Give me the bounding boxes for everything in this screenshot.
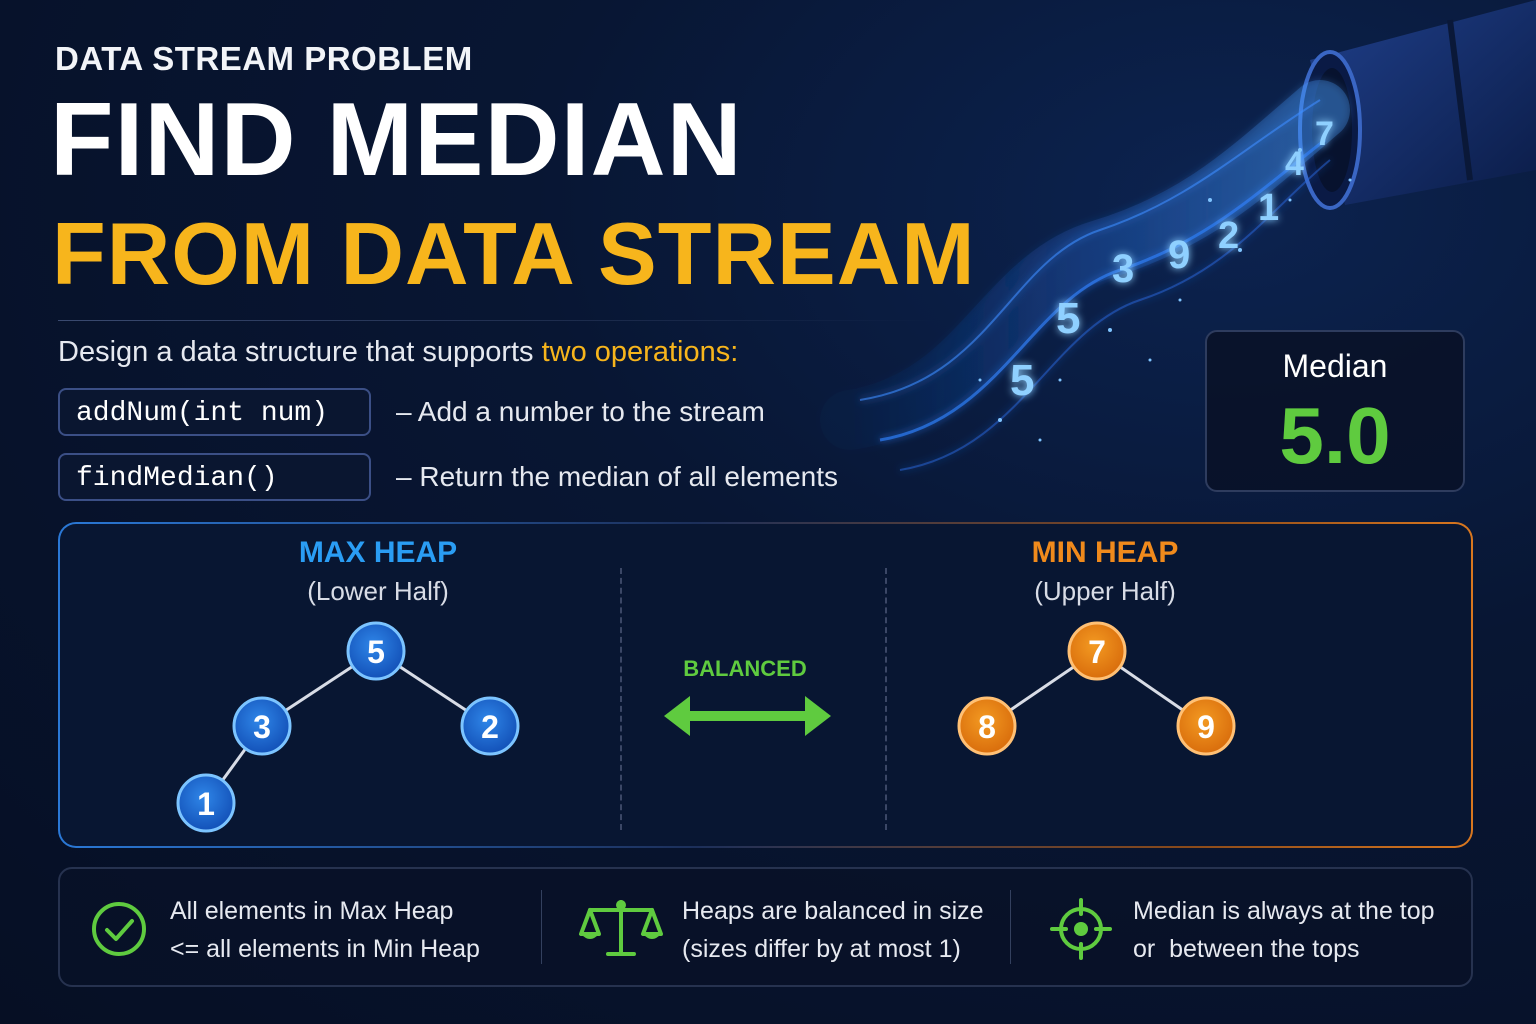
intro-text-main: Design a data structure that supports bbox=[58, 336, 542, 368]
max-heap-node: 5 bbox=[346, 621, 406, 681]
heap-divider-left bbox=[620, 568, 622, 830]
stream-ribbon bbox=[820, 80, 1350, 471]
info-separator bbox=[541, 890, 542, 964]
max-heap-node-value: 3 bbox=[253, 709, 271, 745]
operation-signature-addnum: addNum(int num) bbox=[58, 388, 371, 436]
intro-text: Design a data structure that supports tw… bbox=[58, 336, 738, 369]
info-text-heap-balance: Heaps are balanced in size (sizes differ… bbox=[682, 897, 984, 963]
stream-number: 1 bbox=[1258, 187, 1279, 229]
min-heap-node: 7 bbox=[1067, 621, 1127, 681]
max-heap-title: MAX HEAP bbox=[298, 536, 458, 569]
info-panel bbox=[58, 867, 1473, 987]
median-value: 5.0 bbox=[1279, 391, 1391, 480]
info-separator bbox=[1010, 890, 1011, 964]
median-card: Median 5.0 bbox=[1205, 330, 1465, 492]
stream-number: 3 bbox=[1112, 247, 1134, 291]
min-heap-node: 8 bbox=[957, 696, 1017, 756]
min-heap-subtitle: (Upper Half) bbox=[1034, 576, 1176, 606]
operation-description-addnum: – Add a number to the stream bbox=[396, 396, 765, 427]
check-circle-icon bbox=[92, 902, 146, 956]
balanced-label: BALANCED bbox=[683, 656, 807, 681]
info-text-median-location: Median is always at the top or between t… bbox=[1133, 897, 1435, 963]
operation-signature-findmedian: findMedian() bbox=[58, 453, 371, 501]
page-title-line1: FIND MEDIAN bbox=[50, 82, 743, 198]
min-heap-node-value: 8 bbox=[978, 709, 996, 745]
heap-panel bbox=[58, 522, 1473, 848]
min-heap-title: MIN HEAP bbox=[1031, 536, 1179, 569]
max-heap-node: 1 bbox=[176, 773, 236, 833]
stream-numbers: 5 5 3 9 2 1 4 7 bbox=[1010, 115, 1334, 405]
min-heap-node: 9 bbox=[1176, 696, 1236, 756]
stream-number: 4 bbox=[1285, 145, 1304, 183]
page-title-line2: FROM DATA STREAM bbox=[52, 204, 976, 303]
max-heap-node: 2 bbox=[460, 696, 520, 756]
stream-number: 7 bbox=[1315, 115, 1334, 153]
stream-particles bbox=[978, 148, 1352, 442]
max-heap-node: 3 bbox=[232, 696, 292, 756]
min-heap-node-value: 9 bbox=[1197, 709, 1215, 745]
intro-highlight: two operations: bbox=[541, 336, 739, 368]
min-heap-node-value: 7 bbox=[1088, 634, 1106, 670]
max-heap-node-value: 5 bbox=[367, 634, 385, 670]
stream-number: 5 bbox=[1056, 294, 1080, 343]
balanced-arrow-icon bbox=[664, 696, 831, 736]
eyebrow-label: DATA STREAM PROBLEM bbox=[55, 40, 473, 77]
max-heap-subtitle: (Lower Half) bbox=[307, 576, 449, 606]
max-heap-node-value: 1 bbox=[197, 786, 215, 822]
header-divider bbox=[58, 320, 938, 321]
heap-divider-right bbox=[885, 568, 887, 830]
median-label: Median bbox=[1282, 348, 1388, 384]
info-text-heap-order: All elements in Max Heap <= all elements… bbox=[170, 897, 480, 963]
max-heap-node-value: 2 bbox=[481, 709, 499, 745]
stream-number: 9 bbox=[1168, 233, 1190, 277]
stream-number: 2 bbox=[1218, 215, 1239, 257]
operation-description-findmedian: – Return the median of all elements bbox=[396, 461, 839, 492]
scale-icon bbox=[579, 900, 663, 956]
target-icon bbox=[1050, 898, 1112, 960]
stream-number: 5 bbox=[1010, 356, 1034, 405]
